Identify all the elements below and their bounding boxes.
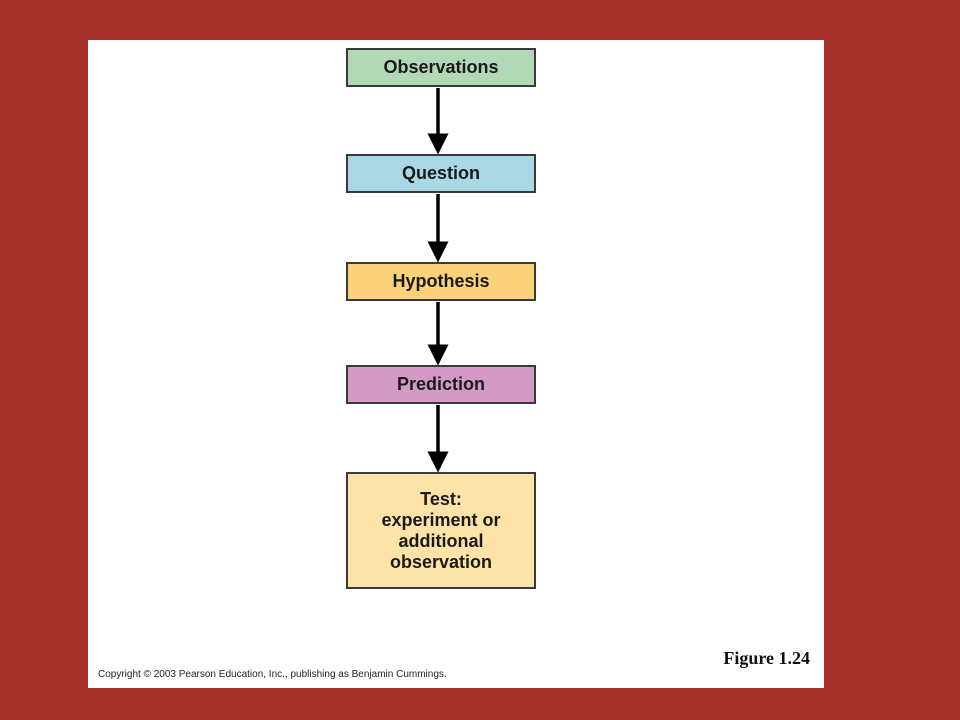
step-test-line-2: experiment or — [381, 509, 501, 530]
step-question: Question — [346, 154, 536, 193]
step-hypothesis: Hypothesis — [346, 262, 536, 301]
step-test-line-4: observation — [389, 551, 492, 572]
step-observations: Observations — [346, 48, 536, 87]
step-test-lines: Test: experiment or additional observati… — [381, 489, 500, 573]
flow-arrows — [427, 88, 449, 473]
step-test: Test: experiment or additional observati… — [346, 472, 536, 589]
slide-panel: Observations Question Hypothesis Predict… — [88, 40, 824, 688]
step-test-line-1: Test: — [420, 488, 462, 509]
step-prediction: Prediction — [346, 365, 536, 404]
figure-label: Figure 1.24 — [723, 648, 810, 668]
copyright-notice: Copyright © 2003 Pearson Education, Inc.… — [98, 669, 447, 680]
step-test-line-3: additional — [398, 530, 484, 551]
